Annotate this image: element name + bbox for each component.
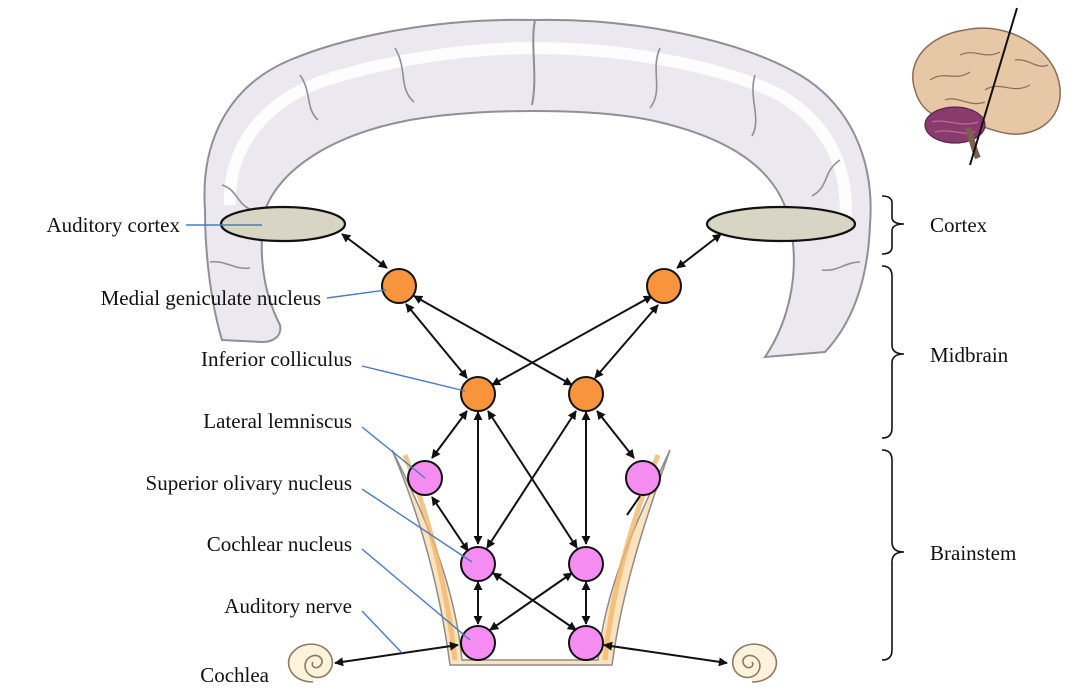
pathway-arrow bbox=[493, 573, 576, 630]
region-labels: Cortex Midbrain Brainstem bbox=[930, 213, 1016, 565]
label-inferior-colliculus: Inferior colliculus bbox=[201, 347, 352, 371]
label-superior-olivary: Superior olivary nucleus bbox=[146, 471, 352, 495]
brainstem-brace bbox=[882, 450, 904, 660]
auditory-nerve-node-left bbox=[461, 626, 495, 660]
leader-line bbox=[362, 611, 402, 653]
pathway-arrow bbox=[677, 234, 721, 268]
inferior-colliculus-left bbox=[461, 377, 495, 411]
auditory-cortex-right bbox=[707, 207, 855, 241]
pathway-arrow bbox=[432, 497, 468, 551]
pathway-arrow bbox=[406, 304, 467, 378]
label-lateral-lemniscus: Lateral lemniscus bbox=[203, 409, 352, 433]
region-label-cortex: Cortex bbox=[930, 213, 988, 237]
pathway-arrow bbox=[597, 411, 634, 458]
midbrain-brace bbox=[882, 266, 904, 438]
label-cochlear-nucleus: Cochlear nucleus bbox=[207, 532, 352, 556]
cochlear-nucleus-right bbox=[569, 547, 603, 581]
midbrain-nuclei bbox=[382, 269, 681, 411]
label-auditory-cortex: Auditory cortex bbox=[46, 213, 180, 237]
region-label-brainstem: Brainstem bbox=[930, 541, 1016, 565]
superior-olivary-right bbox=[626, 461, 660, 495]
label-cochlea: Cochlea bbox=[200, 663, 269, 687]
label-medial-geniculate: Medial geniculate nucleus bbox=[101, 286, 321, 310]
pathway-arrow bbox=[595, 305, 658, 378]
leader-line bbox=[362, 366, 465, 391]
pathway-arrow bbox=[432, 411, 467, 458]
cochlea-right bbox=[733, 644, 777, 682]
leader-line bbox=[327, 290, 386, 298]
brain-orientation-icon bbox=[913, 8, 1060, 165]
pathway-arrow bbox=[490, 573, 572, 630]
auditory-cortex-areas bbox=[221, 207, 855, 241]
medial-geniculate-left bbox=[382, 269, 416, 303]
medial-geniculate-right bbox=[647, 269, 681, 303]
leader-line bbox=[362, 427, 425, 478]
leader-line bbox=[362, 549, 470, 640]
region-braces bbox=[882, 196, 904, 660]
inferior-colliculus-right bbox=[569, 377, 603, 411]
structure-labels: Auditory cortex Medial geniculate nucleu… bbox=[46, 213, 352, 687]
auditory-nerve-node-right bbox=[569, 626, 603, 660]
auditory-cortex-left bbox=[221, 207, 345, 241]
pathway-arrow bbox=[414, 296, 572, 385]
label-auditory-nerve: Auditory nerve bbox=[224, 594, 352, 618]
region-label-midbrain: Midbrain bbox=[930, 343, 1009, 367]
pathway-arrow bbox=[604, 645, 727, 663]
leader-line bbox=[362, 489, 472, 562]
pathway-arrow bbox=[342, 234, 387, 268]
cortex-brace bbox=[882, 196, 904, 254]
cochlea-left bbox=[289, 644, 333, 682]
cochlear-nucleus-left bbox=[461, 547, 495, 581]
